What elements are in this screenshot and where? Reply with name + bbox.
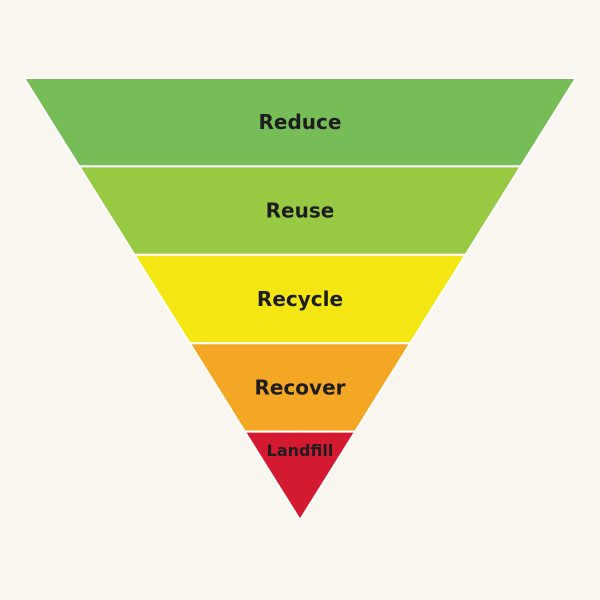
tier-label-landfill: Landfill xyxy=(267,441,334,460)
tier-label-reduce: Reduce xyxy=(259,110,342,134)
tier-shapes xyxy=(22,77,578,522)
tier-landfill xyxy=(242,430,358,522)
tier-label-reuse: Reuse xyxy=(266,199,335,223)
tier-labels: Reduce Reuse Recycle Recover Landfill xyxy=(254,110,345,460)
tier-label-recycle: Recycle xyxy=(257,287,343,311)
tier-label-recover: Recover xyxy=(254,375,345,399)
